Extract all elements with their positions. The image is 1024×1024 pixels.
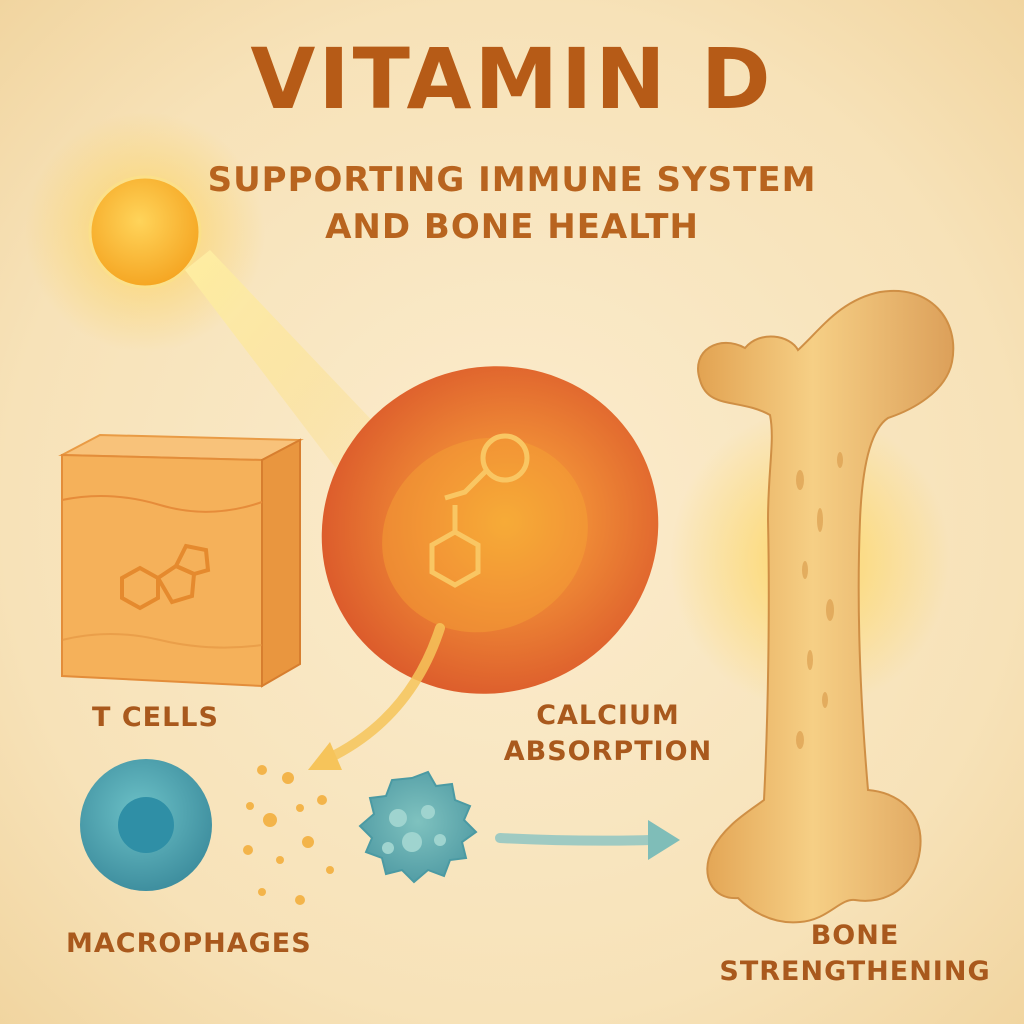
molecule-icon <box>429 433 530 588</box>
label-macrophages: MACROPHAGES <box>66 928 312 959</box>
page-title: VITAMIN D <box>250 30 774 128</box>
label-bone-line-2: STRENGTHENING <box>719 956 991 987</box>
label-calcium-line-2: ABSORPTION <box>503 736 713 767</box>
right-arrow-icon <box>495 820 680 860</box>
red-blood-cell-icon <box>321 366 659 694</box>
curved-arrow-icon <box>308 623 445 770</box>
molecule-icon <box>120 543 211 611</box>
spiky-immune-cell-icon <box>358 770 478 884</box>
label-bone-line-1: BONE <box>810 920 900 951</box>
skin-cube-icon <box>58 433 304 688</box>
label-calcium-line-1: CALCIUM <box>536 700 680 731</box>
label-t-cells: T CELLS <box>92 702 219 733</box>
subtitle-line-2: AND BONE HEALTH <box>325 207 699 247</box>
subtitle-line-1: SUPPORTING IMMUNE SYSTEM <box>207 160 817 200</box>
bone-icon <box>670 289 955 924</box>
macrophage-cell-icon <box>80 759 212 891</box>
sunlight-beam <box>185 250 400 500</box>
particles <box>243 765 334 905</box>
